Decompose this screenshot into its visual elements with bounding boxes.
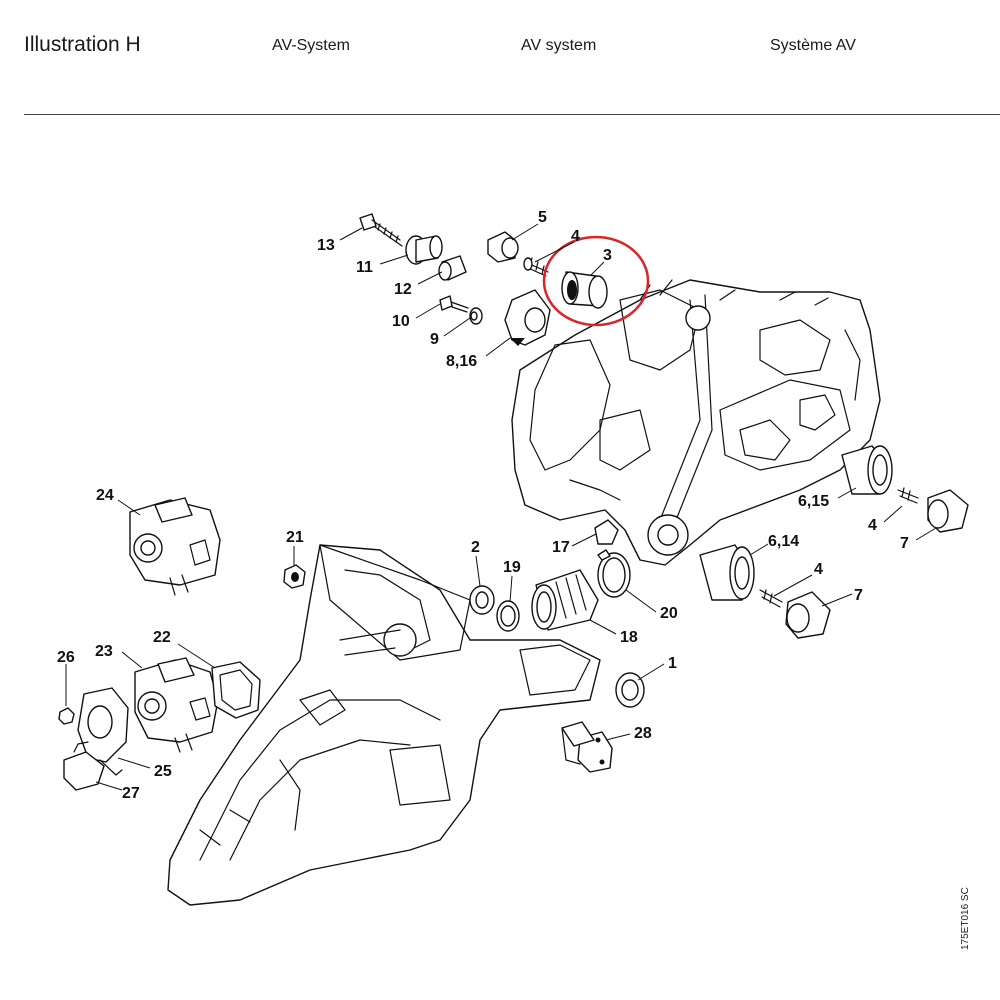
spring-4-top	[523, 257, 549, 277]
callout-8-16: 8,16	[446, 353, 477, 370]
callout-5: 5	[538, 209, 547, 226]
callout-18: 18	[620, 629, 638, 646]
subtitle-french: Système AV	[770, 37, 856, 54]
callout-labels: 13 11 12 10 9 8,16 5 4 3 6,15 4 7 6,14 4…	[57, 209, 909, 802]
callout-9: 9	[430, 331, 439, 348]
callout-23: 23	[95, 643, 113, 660]
av-buffer-6-15	[841, 445, 893, 495]
subtitle-english: AV system	[521, 37, 597, 54]
callout-4-top: 4	[571, 228, 580, 245]
carburetor-24	[129, 497, 221, 596]
buffer-plate-28	[561, 721, 613, 773]
ring-1	[615, 672, 645, 708]
cap-17	[594, 519, 619, 545]
mount-8-16	[504, 289, 551, 346]
spring-4-lower	[759, 589, 783, 608]
gasket-22	[211, 661, 261, 719]
handle-housing	[167, 544, 601, 906]
illustration-title: Illustration H	[24, 33, 141, 56]
sleeve-12	[438, 255, 467, 281]
subtitle-german: AV-System	[272, 37, 350, 54]
callout-22: 22	[153, 629, 171, 646]
bracket-27	[63, 741, 105, 791]
highlight-circle-part-3	[542, 235, 650, 327]
callout-28: 28	[634, 725, 652, 742]
leader-lines	[65, 223, 937, 791]
av-buffer-6-14	[699, 544, 755, 601]
carburetor-23	[134, 657, 219, 753]
callout-21: 21	[286, 529, 304, 546]
nut-21	[283, 564, 306, 589]
av-buffer-3	[561, 271, 608, 309]
plate-25	[77, 687, 129, 776]
plug-7-lower	[785, 591, 831, 639]
callout-6-14: 6,14	[768, 533, 799, 550]
callout-13: 13	[317, 237, 335, 254]
callout-27: 27	[122, 785, 140, 802]
ring-2	[469, 585, 495, 615]
intake-boot-18	[531, 569, 599, 631]
header-rule	[24, 114, 1000, 115]
plug-7-right	[927, 489, 969, 533]
callout-6-15: 6,15	[798, 493, 829, 510]
plug-5	[487, 231, 519, 263]
callout-17: 17	[552, 539, 570, 556]
callout-7-right: 7	[900, 535, 909, 552]
callout-19: 19	[503, 559, 521, 576]
callout-2: 2	[471, 539, 480, 556]
drawing-code: 175ET016 SC	[960, 887, 971, 950]
callout-25: 25	[154, 763, 172, 780]
hose-clamp-20	[597, 549, 631, 598]
callout-4-lower: 4	[814, 561, 823, 578]
bolt-13	[359, 213, 403, 247]
screw-10	[439, 295, 469, 313]
spring-4-right	[897, 487, 919, 504]
engine-housing	[511, 279, 881, 566]
callout-24: 24	[96, 487, 114, 504]
callout-20: 20	[660, 605, 678, 622]
callout-26: 26	[57, 649, 75, 666]
callout-3: 3	[603, 247, 612, 264]
callout-12: 12	[394, 281, 412, 298]
nut-26	[58, 707, 75, 725]
callout-1: 1	[668, 655, 677, 672]
sleeve-9	[469, 307, 483, 325]
ring-19	[496, 600, 520, 632]
callout-10: 10	[392, 313, 410, 330]
callout-11: 11	[356, 259, 373, 276]
callout-4-right: 4	[868, 517, 877, 534]
callout-7-lower: 7	[854, 587, 863, 604]
washer-11	[405, 235, 443, 265]
